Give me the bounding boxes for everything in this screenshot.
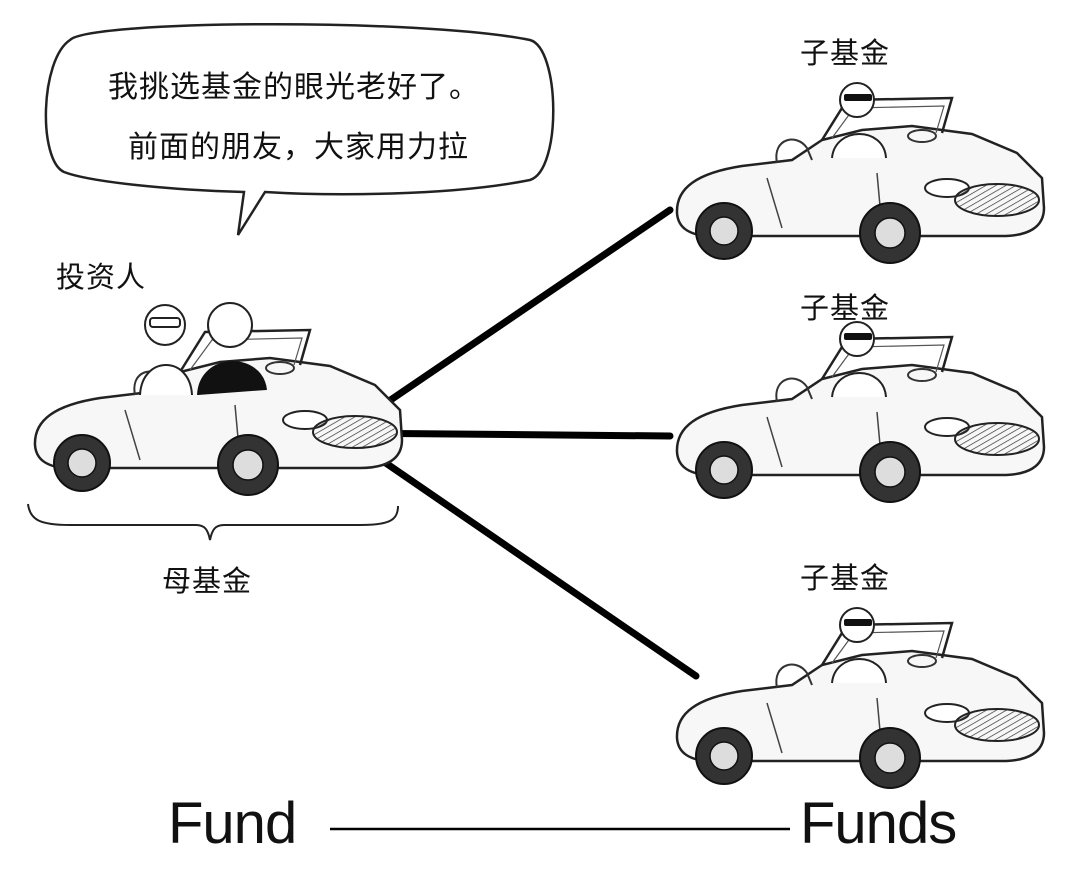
speech-line-2: 前面的朋友，大家用力拉 — [128, 130, 469, 165]
child-fund-label-3: 子基金 — [800, 561, 891, 595]
child-fund-label-2: 子基金 — [800, 291, 891, 325]
parent-fund-car — [33, 302, 404, 497]
speech-bubble — [44, 23, 555, 236]
funds-label: Funds — [800, 791, 957, 856]
child-fund-car-1 — [675, 82, 1046, 265]
child-fund-car-2 — [675, 321, 1046, 504]
speech-line-1: 我挑选基金的眼光老好了。 — [108, 70, 480, 105]
investor-label: 投资人 — [56, 260, 147, 294]
child-fund-label-1: 子基金 — [800, 36, 891, 70]
child-fund-car-3 — [675, 607, 1046, 790]
parent-fund-brace — [27, 503, 399, 541]
parent-fund-label: 母基金 — [162, 564, 253, 598]
fund-label: Fund — [168, 791, 297, 856]
